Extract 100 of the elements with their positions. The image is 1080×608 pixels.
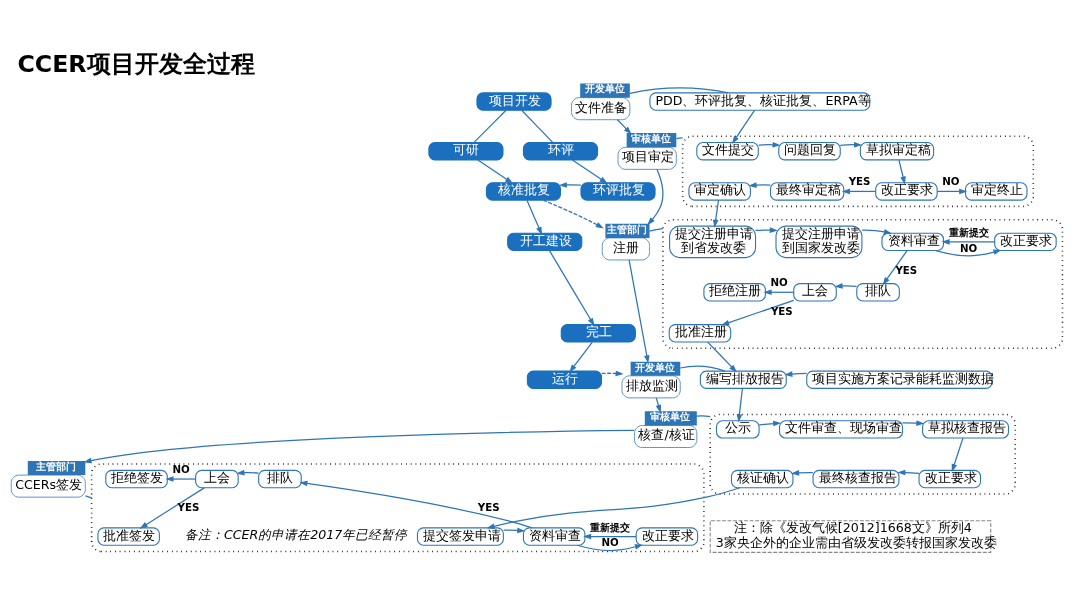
- arrow: [763, 288, 795, 295]
- arrow: [486, 486, 741, 529]
- node-label: 审核单位: [650, 409, 691, 422]
- arrow: [165, 475, 197, 482]
- edge-label: NO: [601, 535, 619, 548]
- edge-label: NO: [960, 241, 978, 254]
- diagram-title: CCER项目开发全过程: [17, 49, 255, 78]
- node-box: 核准批复: [485, 181, 562, 201]
- node-label: 主管部门: [606, 222, 647, 235]
- node-box: 批准签发: [97, 526, 160, 546]
- arrow: [736, 387, 743, 422]
- node-box: 项目开发: [476, 91, 552, 111]
- node-box: 改正要求: [875, 181, 938, 201]
- node-box: 提交签发申请: [416, 526, 504, 546]
- node-box: 资料审查: [881, 232, 944, 251]
- connector: [695, 414, 711, 417]
- label: 备注：CCER的申请在2017年已经暂停: [185, 526, 408, 542]
- node-label: 开发单位: [634, 360, 675, 373]
- node-box: 拒绝签发: [105, 469, 168, 488]
- arrow: [647, 168, 664, 225]
- node-box: 文件提交: [696, 141, 759, 160]
- node-box: 环评: [522, 141, 599, 160]
- arrow: [477, 158, 514, 184]
- arrow: [882, 249, 908, 285]
- node-box: 上会: [793, 282, 837, 301]
- arrow: [542, 199, 604, 228]
- node-box: 项目实施方案记录能耗监测数据: [806, 370, 993, 389]
- arrow: [576, 543, 643, 551]
- arrow: [839, 141, 863, 148]
- connector: [675, 136, 684, 139]
- connector: [521, 109, 554, 143]
- node-box: 改正要求: [635, 526, 699, 546]
- connector: [648, 227, 664, 232]
- arrow: [236, 469, 260, 475]
- arrow: [935, 248, 1002, 256]
- arrow: [601, 370, 624, 376]
- arrow: [754, 226, 778, 233]
- node-box: 运行: [526, 370, 602, 389]
- edge-label: 重新提交: [590, 520, 631, 533]
- node-box: 公示: [715, 419, 760, 439]
- arrow: [548, 249, 595, 326]
- arrow: [526, 199, 543, 235]
- node-box: 资料审查: [522, 526, 586, 546]
- node-box: 开工建设: [507, 232, 583, 251]
- arrow: [139, 486, 205, 529]
- node-box: 草拟核查报告: [922, 419, 1010, 439]
- node-label: 开发单位: [584, 81, 625, 94]
- node-box: 提交注册申请到国家发改委: [775, 225, 863, 258]
- node-box: 审定确认: [688, 181, 751, 201]
- arrow: [655, 396, 662, 413]
- node-box: 改正要求: [918, 469, 982, 488]
- node-box: 提交注册申请到省发改委: [669, 225, 757, 258]
- edge-label: YES: [177, 500, 200, 513]
- node-label: 主管部门: [36, 459, 77, 472]
- arrow: [83, 429, 635, 463]
- arrow: [571, 158, 608, 184]
- node-box: 编写排放报告: [699, 370, 787, 389]
- node-box: 核证确认: [730, 469, 794, 488]
- node-box: 问题回复: [778, 141, 841, 160]
- edge-label: YES: [770, 304, 793, 317]
- arrow: [936, 188, 968, 194]
- arrow: [757, 141, 781, 148]
- edge-label: YES: [895, 263, 918, 276]
- arrow: [748, 181, 771, 188]
- node-box: 环评批复: [580, 181, 656, 201]
- node-box: 可研: [428, 141, 504, 160]
- arrow: [897, 469, 920, 475]
- node-box: 排队: [258, 469, 302, 488]
- arrow: [861, 228, 892, 235]
- node-box: 批准注册: [668, 323, 732, 342]
- arrow: [901, 419, 925, 426]
- arrow: [898, 159, 906, 185]
- edge-label: YES: [848, 174, 871, 187]
- arrow: [784, 370, 808, 377]
- arrow: [299, 480, 533, 528]
- node-box: 上会: [195, 469, 239, 488]
- node-box: 审定终止: [965, 181, 1028, 201]
- arrow: [616, 118, 632, 134]
- edge-label: 重新提交: [948, 225, 989, 238]
- arrow: [569, 340, 593, 373]
- arrow: [721, 299, 795, 325]
- edge-label: YES: [477, 500, 500, 513]
- node-box: 改正要求: [994, 232, 1057, 251]
- arrow: [583, 533, 637, 539]
- connector: [84, 494, 93, 499]
- arrow: [707, 340, 737, 372]
- node-box: 文件审查、现场审查: [779, 419, 904, 439]
- edge-label: NO: [770, 275, 788, 288]
- node-box: 完工: [560, 323, 636, 342]
- arrow: [628, 259, 650, 363]
- node-box: 最终审定稿: [769, 181, 845, 201]
- node-label: 审核单位: [631, 131, 672, 144]
- arrow: [841, 188, 877, 194]
- arrow: [558, 181, 582, 188]
- edge-label: NO: [942, 174, 960, 187]
- arrow: [731, 109, 756, 144]
- connector: [679, 365, 726, 372]
- node-box: 最终核查报告: [812, 469, 900, 488]
- arrow: [758, 420, 782, 426]
- node-box: 草拟审定稿: [859, 141, 935, 160]
